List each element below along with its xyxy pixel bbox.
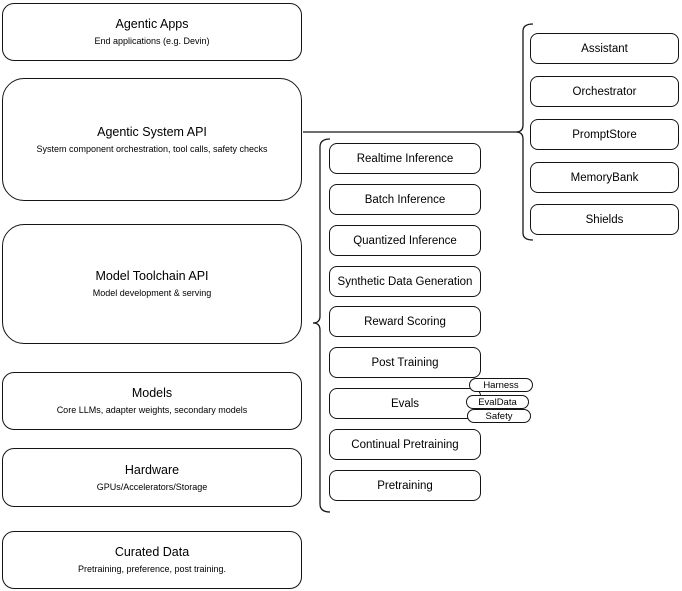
box-label: Quantized Inference (353, 234, 457, 247)
box-title: Agentic System API (97, 124, 207, 139)
box-title: Model Toolchain API (95, 269, 209, 283)
box-assistant: Assistant (530, 33, 679, 64)
box-label: Pretraining (377, 479, 433, 492)
pill-evaldata: EvalData (466, 395, 529, 409)
box-agentic-system-api: Agentic System API System component orch… (2, 78, 302, 201)
box-label: Continual Pretraining (351, 438, 459, 451)
box-subtitle: System component orchestration, tool cal… (36, 143, 268, 154)
box-label: Shields (585, 213, 624, 226)
box-agentic-apps: Agentic Apps End applications (e.g. Devi… (2, 3, 302, 61)
box-models: Models Core LLMs, adapter weights, secon… (2, 372, 302, 430)
box-shields: Shields (530, 204, 679, 235)
box-label: Batch Inference (364, 193, 446, 206)
pill-label: Harness (483, 379, 519, 391)
box-label: Realtime Inference (356, 152, 454, 165)
box-batch-inference: Batch Inference (329, 184, 481, 215)
box-label: PromptStore (572, 128, 637, 141)
brace-toolchain (312, 138, 331, 513)
box-label: Reward Scoring (364, 315, 446, 328)
box-subtitle: GPUs/Accelerators/Storage (96, 481, 208, 492)
pill-label: EvalData (478, 396, 517, 408)
box-curated-data: Curated Data Pretraining, preference, po… (2, 531, 302, 589)
box-label: Synthetic Data Generation (337, 275, 473, 288)
box-title: Curated Data (114, 545, 190, 559)
box-subtitle: End applications (e.g. Devin) (94, 36, 210, 46)
box-title: Hardware (124, 462, 180, 477)
box-post-training: Post Training (329, 347, 481, 378)
box-model-toolchain-api: Model Toolchain API Model development & … (2, 224, 302, 344)
box-pretraining: Pretraining (329, 470, 481, 501)
pill-harness: Harness (469, 378, 533, 392)
box-synthetic-data-generation: Synthetic Data Generation (329, 266, 481, 297)
box-hardware: Hardware GPUs/Accelerators/Storage (2, 448, 302, 507)
box-continual-pretraining: Continual Pretraining (329, 429, 481, 460)
box-label: Evals (390, 397, 420, 410)
box-orchestrator: Orchestrator (530, 76, 679, 107)
box-realtime-inference: Realtime Inference (329, 143, 481, 174)
box-label: Orchestrator (572, 85, 637, 98)
box-promptstore: PromptStore (530, 119, 679, 150)
box-label: MemoryBank (570, 171, 639, 184)
box-evals: Evals (329, 388, 481, 419)
box-label: Post Training (371, 356, 439, 369)
box-subtitle: Model development & serving (92, 288, 212, 298)
box-subtitle: Pretraining, preference, post training. (77, 564, 227, 574)
pill-safety: Safety (467, 409, 531, 423)
box-title: Models (131, 386, 173, 400)
box-title: Agentic Apps (115, 17, 189, 31)
brace-system-components (515, 23, 534, 241)
box-reward-scoring: Reward Scoring (329, 306, 481, 337)
pill-label: Safety (485, 410, 513, 422)
box-quantized-inference: Quantized Inference (329, 225, 481, 256)
box-memorybank: MemoryBank (530, 162, 679, 193)
box-label: Assistant (581, 42, 628, 55)
box-subtitle: Core LLMs, adapter weights, secondary mo… (56, 405, 248, 415)
